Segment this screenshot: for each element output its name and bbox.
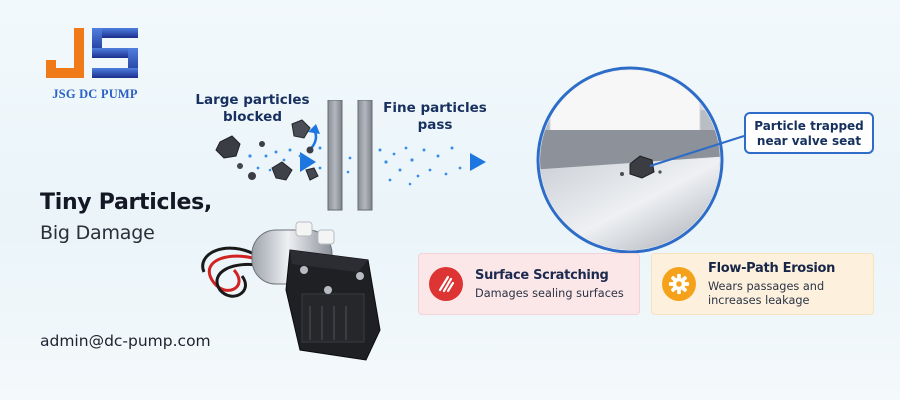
card-title: Surface Scratching	[475, 267, 609, 283]
card-flow-path-erosion: Flow-Path Erosion Wears passages and inc…	[651, 253, 874, 315]
label-fine-line-2: pass	[417, 117, 453, 133]
callout-particle-trapped: Particle trapped near valve seat	[744, 112, 874, 154]
card-desc-line-1: Wears passages and	[708, 279, 825, 293]
label-fine-particles: Fine particles pass	[380, 100, 490, 134]
callout-line-1: Particle trapped	[754, 119, 864, 133]
label-large-line-1: Large particles	[195, 92, 310, 108]
label-large-particles: Large particles blocked	[190, 92, 315, 126]
filter-plate-left	[327, 100, 343, 211]
card-desc-line-2: increases leakage	[708, 293, 810, 307]
valve-zoom-view	[536, 66, 745, 254]
card-title: Flow-Path Erosion	[708, 260, 836, 276]
headline-line-1: Tiny Particles,	[40, 190, 212, 215]
headline-line-2: Big Damage	[40, 222, 155, 244]
card-surface-scratching: Surface Scratching Damages sealing surfa…	[418, 253, 640, 315]
card-desc: Damages sealing surfaces	[475, 286, 624, 300]
contact-email[interactable]: admin@dc-pump.com	[40, 332, 211, 350]
brand-logo-icon	[46, 28, 138, 78]
pump-image	[201, 221, 381, 361]
label-large-line-2: blocked	[222, 109, 282, 125]
label-fine-line-1: Fine particles	[383, 100, 487, 116]
card-desc: Wears passages and increases leakage	[708, 280, 835, 308]
filter-plate-right	[357, 100, 373, 211]
filter-diagram	[215, 100, 486, 211]
scratch-icon	[429, 267, 463, 301]
gear-icon	[662, 267, 696, 301]
brand-name: JSG DC PUMP	[52, 87, 138, 101]
callout-line-2: near valve seat	[756, 134, 862, 148]
